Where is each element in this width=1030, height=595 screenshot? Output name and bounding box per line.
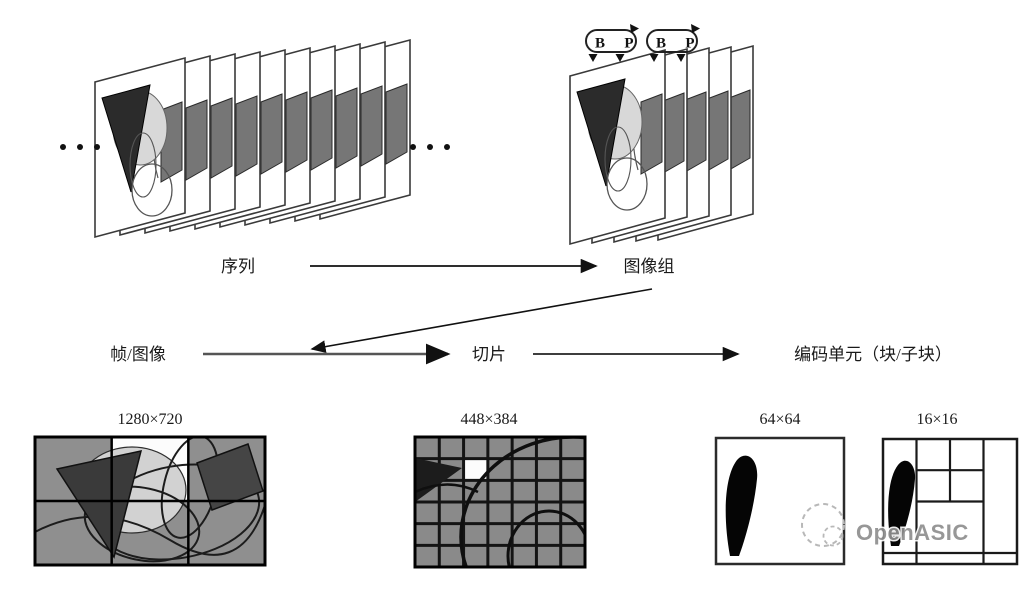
frame-content-quad [285,91,308,173]
frame-label: 帧/图像 [110,345,166,364]
frame-content-quad [210,97,233,179]
frame-content-quad [260,93,283,175]
frame-picture-border [33,435,267,567]
gop-front-frame-scene [576,78,648,211]
dark-triangle-shape [576,78,626,187]
arrowhead-icon [676,54,686,62]
frame-content-quad [185,99,208,181]
frame-picture-shapes [35,437,265,563]
frame-type-label: B [595,36,605,52]
frame-slice-grid [35,437,265,565]
black-blob-shape [888,460,916,546]
dark-triangle-shape [55,450,143,559]
watermark-text: OpenASIC [856,520,969,545]
frame-content-quad [706,90,729,172]
slice-label: 切片 [472,345,506,364]
gop-bp-annotation: B P B P [585,24,700,62]
frame-content-quad [335,87,358,169]
dark-square-shape [196,443,264,511]
cu-size-label: 64×64 [759,411,800,428]
frame-size-label: 1280×720 [117,411,182,428]
sub-cu-size-label: 16×16 [916,411,957,428]
arrow-gop-to-frame [310,288,653,353]
gop-label: 图像组 [624,257,675,276]
frame-picture-1280x720 [33,435,267,567]
slice-picture-448x384 [413,435,587,569]
white-cell [463,458,488,481]
sub-cu-picture-16x16 [881,437,1019,566]
watermark: OpenASIC [801,503,970,547]
frame-content-quad [310,89,333,171]
slice-white-cell [463,458,488,481]
frame-content-quad [385,83,408,165]
frame-type-label: P [685,36,694,52]
dark-triangle-shape [415,458,462,502]
b-frame-loop-arrow-icon [585,29,637,53]
watermark-logo-icon [822,525,844,547]
sub-cu-partition-lines [883,439,1017,564]
arrowhead-icon [630,24,639,33]
sequence-label: 序列 [221,257,255,276]
frame-content-quad [360,85,383,167]
frame-type-label: P [624,36,633,52]
black-blob-shape [725,455,758,556]
coding-unit-label: 编码单元（块/子块） [794,345,952,364]
sequence-front-frame-scene [101,84,173,217]
arrowhead-icon [691,24,700,33]
arrowhead-icon [588,54,598,62]
frame-type-label: B [656,36,666,52]
circle-outline-shape [606,157,648,211]
frame-content-quad [235,95,258,177]
frame-content-quad [640,93,663,175]
circle-outline-shape [131,163,173,217]
slice-picture-shapes [415,437,585,567]
frame-content-quad [684,91,707,173]
arrowhead-icon [649,54,659,62]
cu-picture-64x64 [714,436,846,566]
slice-picture-border [413,435,587,569]
frame-content-quad [728,89,751,171]
arrowhead-icon [615,54,625,62]
circle-outline-shape [604,126,632,192]
frame-content-quad [662,92,685,174]
ellipsis-left-icon [60,144,100,150]
dark-triangle-shape [101,84,151,193]
b-frame-loop-arrow-icon [646,29,698,53]
circle-outline-shape [129,132,157,198]
watermark-logo-icon [801,503,845,547]
slice-size-label: 448×384 [460,411,517,428]
ellipsis-right-icon [410,144,450,150]
